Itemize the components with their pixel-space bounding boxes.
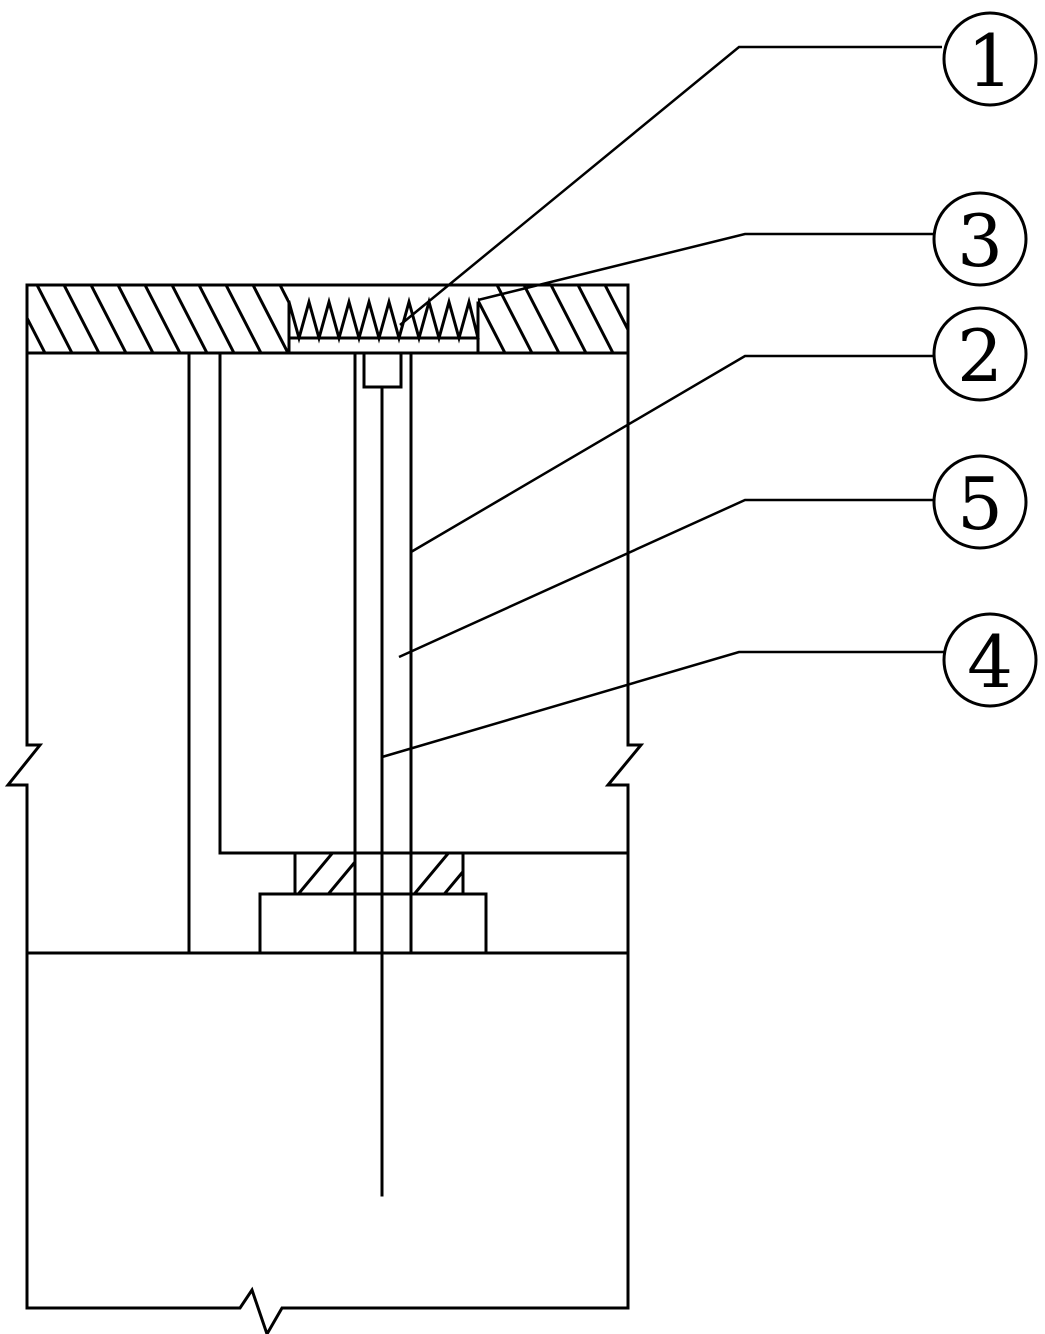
top-plate xyxy=(25,283,630,355)
spring xyxy=(287,296,480,344)
leader-4 xyxy=(381,650,944,759)
callout-number: 3 xyxy=(957,199,1003,283)
callout-3: 3 xyxy=(932,191,1028,287)
plunger-head xyxy=(362,351,403,389)
body-right-wall xyxy=(604,351,645,955)
lower-body xyxy=(25,951,630,1334)
callout-number: 1 xyxy=(967,19,1013,103)
inner-channel xyxy=(218,351,630,855)
top-plate-hatch-left xyxy=(27,285,289,353)
callout-1: 1 xyxy=(942,11,1038,107)
callout-number: 5 xyxy=(957,462,1003,546)
callout-number: 2 xyxy=(957,314,1003,398)
spring-recess xyxy=(287,301,480,355)
base-block xyxy=(258,892,488,955)
callout-5: 5 xyxy=(932,454,1028,550)
leader-1 xyxy=(399,45,942,326)
leader-5 xyxy=(398,498,934,659)
callout-number: 4 xyxy=(967,620,1013,704)
leader-lines xyxy=(381,45,944,759)
body-left-wall xyxy=(4,351,44,955)
callout-4: 4 xyxy=(942,612,1038,708)
top-plate-hatch-right xyxy=(478,285,628,353)
leader-3 xyxy=(477,232,934,302)
leader-2 xyxy=(410,354,934,554)
callout-2: 2 xyxy=(932,306,1028,402)
